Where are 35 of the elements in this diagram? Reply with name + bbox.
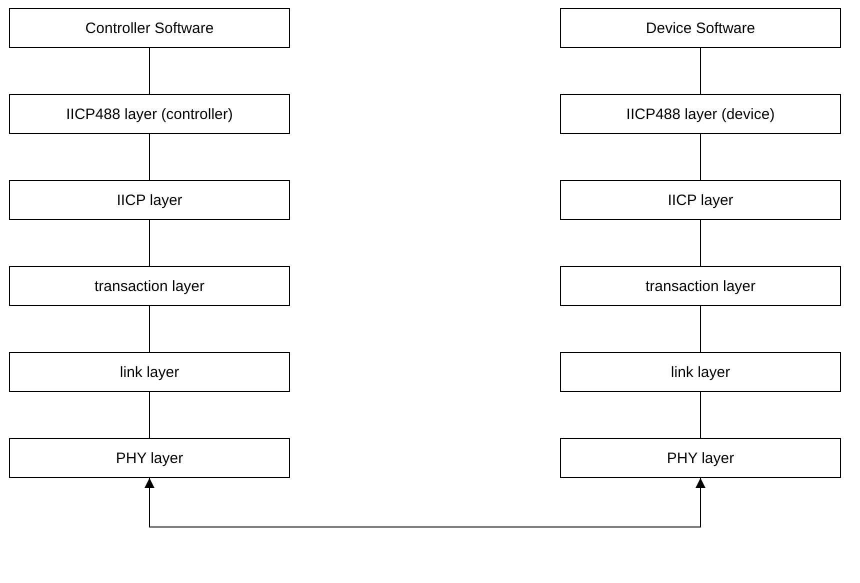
- layer-label: IICP488 layer (controller): [66, 106, 233, 122]
- connector-line: [149, 220, 150, 266]
- layer-label: link layer: [120, 364, 180, 380]
- layer-label: IICP layer: [668, 192, 734, 208]
- layer-box: [560, 352, 841, 392]
- layer-label: PHY layer: [666, 450, 734, 466]
- layer-label: IICP layer: [116, 192, 182, 208]
- layer-box: [560, 8, 841, 48]
- layer-box: [9, 94, 290, 134]
- layer-box: [560, 94, 841, 134]
- layer-label: IICP488 layer (device): [626, 106, 775, 122]
- layer-box: [9, 438, 290, 478]
- connector-line: [700, 306, 701, 352]
- layer-box: [9, 266, 290, 306]
- layer-box: [9, 352, 290, 392]
- layer-box: [560, 438, 841, 478]
- layer-label: Device Software: [646, 20, 756, 36]
- connector-line: [149, 392, 150, 438]
- connector-line: [700, 220, 701, 266]
- connector-line: [149, 48, 150, 94]
- connector-line: [149, 306, 150, 352]
- layer-label: Controller Software: [85, 20, 214, 36]
- layer-label: PHY layer: [116, 450, 184, 466]
- connector-line: [700, 134, 701, 180]
- layer-label: transaction layer: [94, 278, 205, 294]
- layer-box: [560, 180, 841, 220]
- layer-box: [560, 266, 841, 306]
- connector-line: [700, 392, 701, 438]
- arrow: [144, 478, 706, 528]
- connector-line: [700, 48, 701, 94]
- layer-label: transaction layer: [645, 278, 756, 294]
- connector-line: [149, 134, 150, 180]
- layer-box: [9, 8, 290, 48]
- layer-box: [9, 180, 290, 220]
- layer-label: link layer: [670, 364, 730, 380]
